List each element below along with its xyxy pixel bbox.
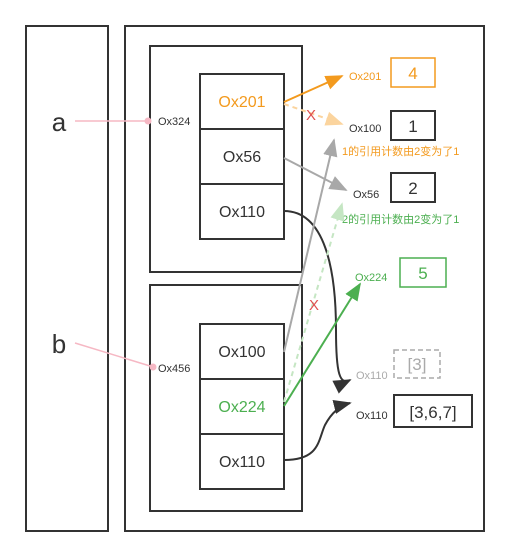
ox100-value-box (390, 110, 436, 141)
object-a-box (149, 45, 303, 273)
object-b-cell-1-text: Ox224 (218, 399, 265, 416)
heap-panel (124, 25, 485, 532)
object-a-cell-0-text: Ox201 (218, 94, 265, 111)
ox224-value-box (399, 257, 447, 288)
arrow-a2-to-ox110-new (283, 210, 352, 394)
variable-a-label: a (52, 107, 67, 137)
ox201-address: Ox201 (349, 71, 381, 83)
cross-mark-a0: X (306, 107, 316, 124)
variable-b-label: b (52, 329, 66, 359)
object-b-cell-2 (199, 433, 285, 490)
b-reference-line (74, 342, 151, 367)
ox110-new-value: [3,6,7] (409, 403, 456, 422)
object-a-cell-2-text: Ox110 (219, 204, 265, 221)
ox110-old-value-box (393, 349, 441, 379)
ox110-new-value-box (393, 394, 473, 428)
arrow-b0-to-ox100 (283, 138, 338, 353)
a-address-label: Ox324 (158, 116, 190, 128)
arrow-a0-to-ox100-removed (283, 103, 344, 126)
refcount-note-1: 1的引用计数由2变为了1 (342, 144, 459, 158)
refcount-note-2: 2的引用计数由2变为了1 (342, 212, 459, 226)
ox56-value-box (390, 172, 436, 203)
arrow-b2-to-ox110-new (283, 399, 352, 461)
arrow-b1-to-ox224 (283, 282, 361, 407)
ox110-old-address: Ox110 (356, 370, 388, 382)
arrow-b1-to-ox56-removed (283, 202, 345, 403)
ox100-address: Ox100 (349, 123, 381, 135)
ox100-value: 1 (408, 117, 417, 136)
ox56-value: 2 (408, 179, 417, 198)
a-reference-dot (144, 117, 152, 125)
cross-mark-b1: X (309, 297, 319, 314)
b-reference-dot (149, 363, 157, 371)
object-a-cell-1-text: Ox56 (223, 149, 261, 166)
ox110-new-address: Ox110 (356, 410, 388, 422)
ox224-address: Ox224 (355, 272, 387, 284)
object-b-cell-2-text: Ox110 (219, 454, 265, 471)
ox201-value: 4 (408, 64, 417, 83)
arrow-a0-to-ox201 (283, 75, 344, 103)
stack-panel (25, 25, 109, 532)
ox224-value: 5 (418, 264, 427, 283)
arrow-a1-to-ox56 (283, 157, 348, 191)
ox56-address: Ox56 (353, 189, 379, 201)
b-address-label: Ox456 (158, 363, 190, 375)
ox110-old-value: [3] (408, 355, 427, 374)
ox201-value-box (390, 57, 436, 88)
object-b-cell-0-text: Ox100 (218, 344, 265, 361)
object-b-box (149, 284, 303, 512)
